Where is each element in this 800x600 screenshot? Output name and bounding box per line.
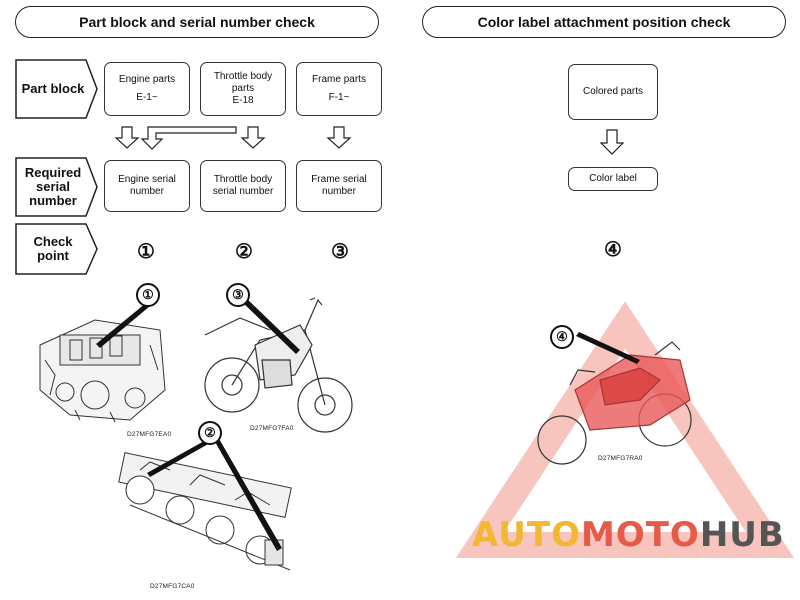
serial-frame: Frame serial number [296, 160, 382, 212]
code-bike: D27MFG7RA0 [598, 455, 643, 462]
check-point-1: ① [136, 240, 156, 263]
watermark-hub: HUB [699, 515, 785, 555]
code-frame: D27MFG7FA0 [250, 425, 294, 432]
left-header: Part block and serial number check [15, 6, 379, 38]
part-block-engine: Engine parts E-1~ [104, 62, 190, 116]
row-label-check-point: Check point [33, 234, 73, 263]
callout-frame: ③ [226, 283, 250, 307]
callout-engine: ① [136, 283, 160, 307]
bike-pointer [576, 332, 640, 364]
engine-illustration [39, 319, 166, 423]
row-label-part-block: Part block [21, 81, 85, 96]
serial-engine: Engine serial number [104, 160, 190, 212]
code-engine: D27MFG7EA0 [127, 431, 172, 438]
callout-bike: ④ [550, 325, 574, 349]
serial-throttle: Throttle body serial number [200, 160, 286, 212]
part-block-frame: Frame parts F-1~ [296, 62, 382, 116]
arrow-frame [326, 126, 352, 149]
arrow-engine [114, 126, 140, 149]
part-block-throttle: Throttle body parts E-18 [200, 62, 286, 116]
row-label-required-serial: Required serial number [24, 165, 82, 208]
check-point-2: ② [234, 240, 254, 263]
check-point-3: ③ [330, 240, 350, 263]
right-header: Color label attachment position check [422, 6, 786, 38]
throttle-pointer-2 [214, 437, 282, 551]
watermark-auto: AUTO [472, 515, 581, 555]
code-throttle: D27MFG7CA0 [150, 583, 195, 590]
frame-pointer [240, 296, 300, 354]
watermark-moto: MOTO [580, 515, 700, 555]
arrow-throttle-to-engine [140, 126, 237, 150]
engine-pointer [96, 303, 150, 348]
throttle-pointer-1 [147, 440, 210, 477]
arrow-throttle [240, 126, 266, 149]
throttle-illustration [118, 452, 292, 571]
bike-illustration [537, 341, 692, 465]
colored-parts-box: Colored parts [568, 64, 658, 120]
check-point-4: ④ [603, 238, 623, 261]
frame-illustration [204, 297, 353, 433]
watermark-text: AUTOMOTOHUB [472, 515, 785, 555]
arrow-colored-parts [599, 129, 625, 155]
color-label-box: Color label [568, 167, 658, 191]
callout-throttle: ② [198, 421, 222, 445]
